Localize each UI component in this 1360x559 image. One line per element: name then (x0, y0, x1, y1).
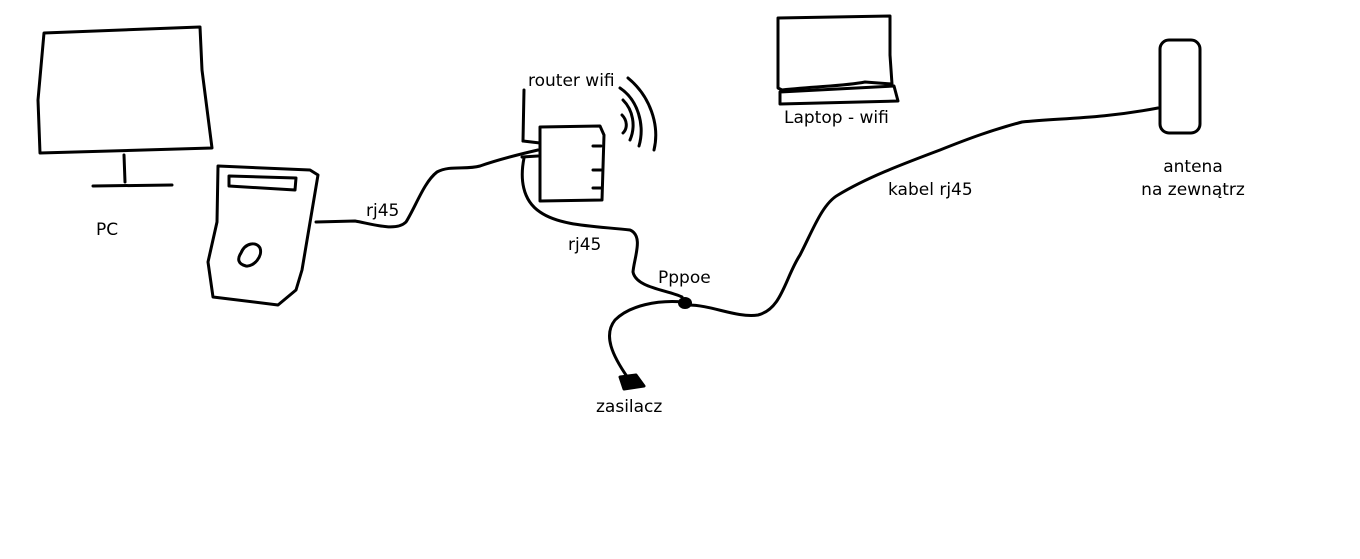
label-pppoe: Pppoe (658, 268, 711, 288)
label-laptop: Laptop - wifi (784, 108, 889, 128)
pc-tower-drawing (206, 164, 320, 307)
cable-pppoe-to-antenna (686, 106, 1160, 317)
label-antenna-line1: antena (1163, 157, 1223, 177)
cable-router-to-pppoe (520, 156, 684, 299)
power-supply-plug (618, 373, 646, 391)
label-pc: PC (96, 220, 119, 240)
label-antenna-line2: na zewnątrz (1141, 180, 1245, 200)
label-rj45-pc-router: rj45 (366, 201, 400, 221)
cable-pc-to-router (314, 148, 540, 229)
laptop-drawing (776, 14, 900, 106)
cable-pppoe-to-power-supply (607, 300, 685, 380)
router-drawing (520, 76, 658, 203)
label-power-supply: zasilacz (596, 397, 663, 417)
antenna-drawing (1158, 38, 1202, 135)
label-router: router wifi (528, 71, 615, 91)
label-rj45-router-pppoe: rj45 (568, 235, 602, 255)
label-cable: kabel rj45 (888, 180, 973, 200)
monitor-drawing (36, 25, 214, 188)
